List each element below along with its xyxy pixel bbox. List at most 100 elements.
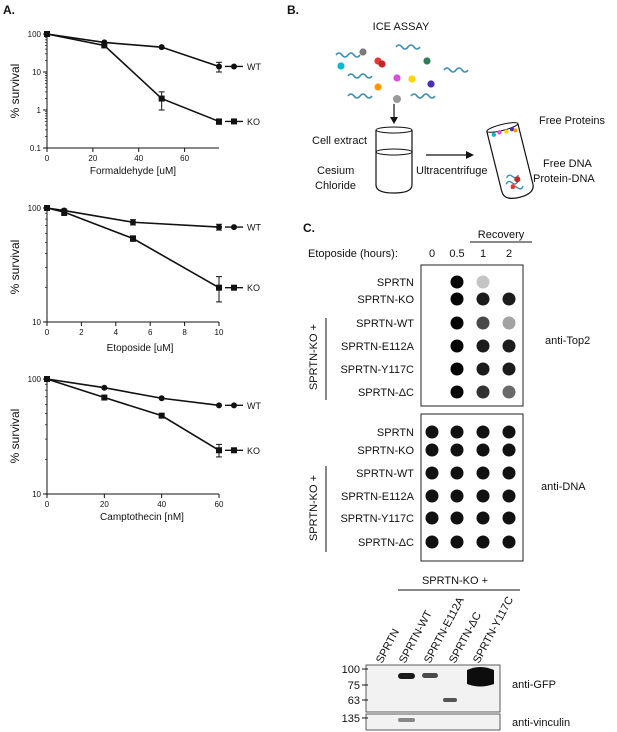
dna-dot [476,466,490,480]
x-tick-label: 60 [180,154,189,163]
legend-marker-wt [231,402,237,409]
data-point-wt [216,224,222,231]
ko-group-label: SPRTN-KO + [308,324,320,390]
y-tick-label: 100 [28,204,42,213]
x-tick-label: 20 [100,500,109,509]
x-tick-label: 40 [134,154,143,163]
timepoint-label: 2 [506,248,512,260]
top2-dot [450,316,464,330]
anti-dna-label: anti-DNA [541,481,586,493]
protein-dot [427,80,435,88]
top2-dot [450,292,464,306]
arrow-right-icon [466,151,474,159]
timepoint-label: 1 [480,248,486,260]
y-tick-label: 10 [32,68,41,77]
y-tick-label: 10 [32,318,41,327]
protein-dot [374,83,382,91]
legend-marker-wt [231,224,237,231]
timepoint-label: 0.5 [449,248,464,260]
tube-icon [375,130,413,194]
x-tick-label: 6 [148,328,153,337]
cesium-label: Cesium [317,165,354,177]
dna-strand [347,73,373,79]
chart-ylabel: % survival [8,409,22,464]
dna-strand [347,93,373,99]
cell-extract-label: Cell extract [312,135,367,147]
chart-ylabel: % survival [8,64,22,119]
x-tick-label: 40 [157,500,166,509]
top2-dot [502,316,516,330]
protein-dot [423,57,431,65]
timepoint-label: 0 [429,248,435,260]
top2-dot [502,292,516,306]
y-tick-label: 10 [32,490,41,499]
series-line-ko [46,33,220,123]
dna-dot [425,466,439,480]
row-label: SPRTN-WT [356,468,414,480]
protein-dot [393,95,401,103]
data-point-ko [44,376,50,382]
marker-label: 100 [342,664,360,676]
dna-strand [335,52,361,58]
protein-dot [408,75,416,83]
panel-label-a: A. [3,3,15,17]
data-point-ko [101,42,108,49]
data-point-ko [216,118,222,125]
data-point-ko [44,205,50,211]
top2-membrane [420,264,524,407]
data-point-wt [130,219,136,226]
recovery-label: Recovery [478,229,525,241]
dna-strand [410,93,436,99]
data-point-ko [130,235,136,242]
marker-label: 135 [342,713,360,725]
legend-label: WT [247,62,261,72]
protein-dot [337,62,345,70]
anti-vinculin-label: anti-vinculin [512,717,570,729]
dna-dot [476,511,490,525]
data-point-ko [216,284,222,291]
marker-label: 63 [348,695,360,707]
x-tick-label: 20 [88,154,97,163]
protein-dna-label: Protein-DNA [533,173,595,185]
legend-label: WT [247,223,261,233]
data-point-wt [216,402,222,409]
dna-strand [443,67,469,73]
dna-dot [450,489,464,503]
gfp-band [422,673,438,678]
row-label: SPRTN-Y117C [340,513,414,525]
marker-label: 75 [348,680,360,692]
chart-xlabel: Camptothecin [nM] [100,512,184,523]
data-point-wt [158,44,165,51]
legend-marker-ko [231,284,237,291]
row-label: SPRTN-E112A [341,491,415,503]
top2-dot [502,339,516,353]
vinculin-blot [365,713,501,731]
legend-label: KO [247,117,260,127]
top2-dot [476,316,490,330]
chart-ylabel: % survival [8,240,22,295]
x-tick-label: 2 [79,328,84,337]
gfp-band [398,673,415,679]
western-blot-panel: SPRTN-KO + SPRTN SPRTN-WT SPRTN-E112A SP… [342,575,570,731]
ultracentrifuge-label: Ultracentrifuge [416,165,488,177]
dna-dot [502,443,516,457]
row-label: SPRTN-Y117C [340,364,414,376]
dna-dot [425,511,439,525]
free-dna-label: Free DNA [543,158,593,170]
row-label: SPRTN-KO [357,445,414,457]
y-tick-label: 1 [37,106,42,115]
series-line-wt [46,33,220,68]
dna-dot [425,489,439,503]
chart-xlabel: Formaldehyde [uM] [90,166,176,177]
legend-label: WT [247,401,261,411]
x-tick-label: 0 [45,500,50,509]
dna-dot [425,535,439,549]
ice-title: ICE ASSAY [373,21,430,33]
dna-dot [450,466,464,480]
protein-dot [359,48,367,56]
top2-dot [450,339,464,353]
row-label: SPRTN-WT [356,318,414,330]
